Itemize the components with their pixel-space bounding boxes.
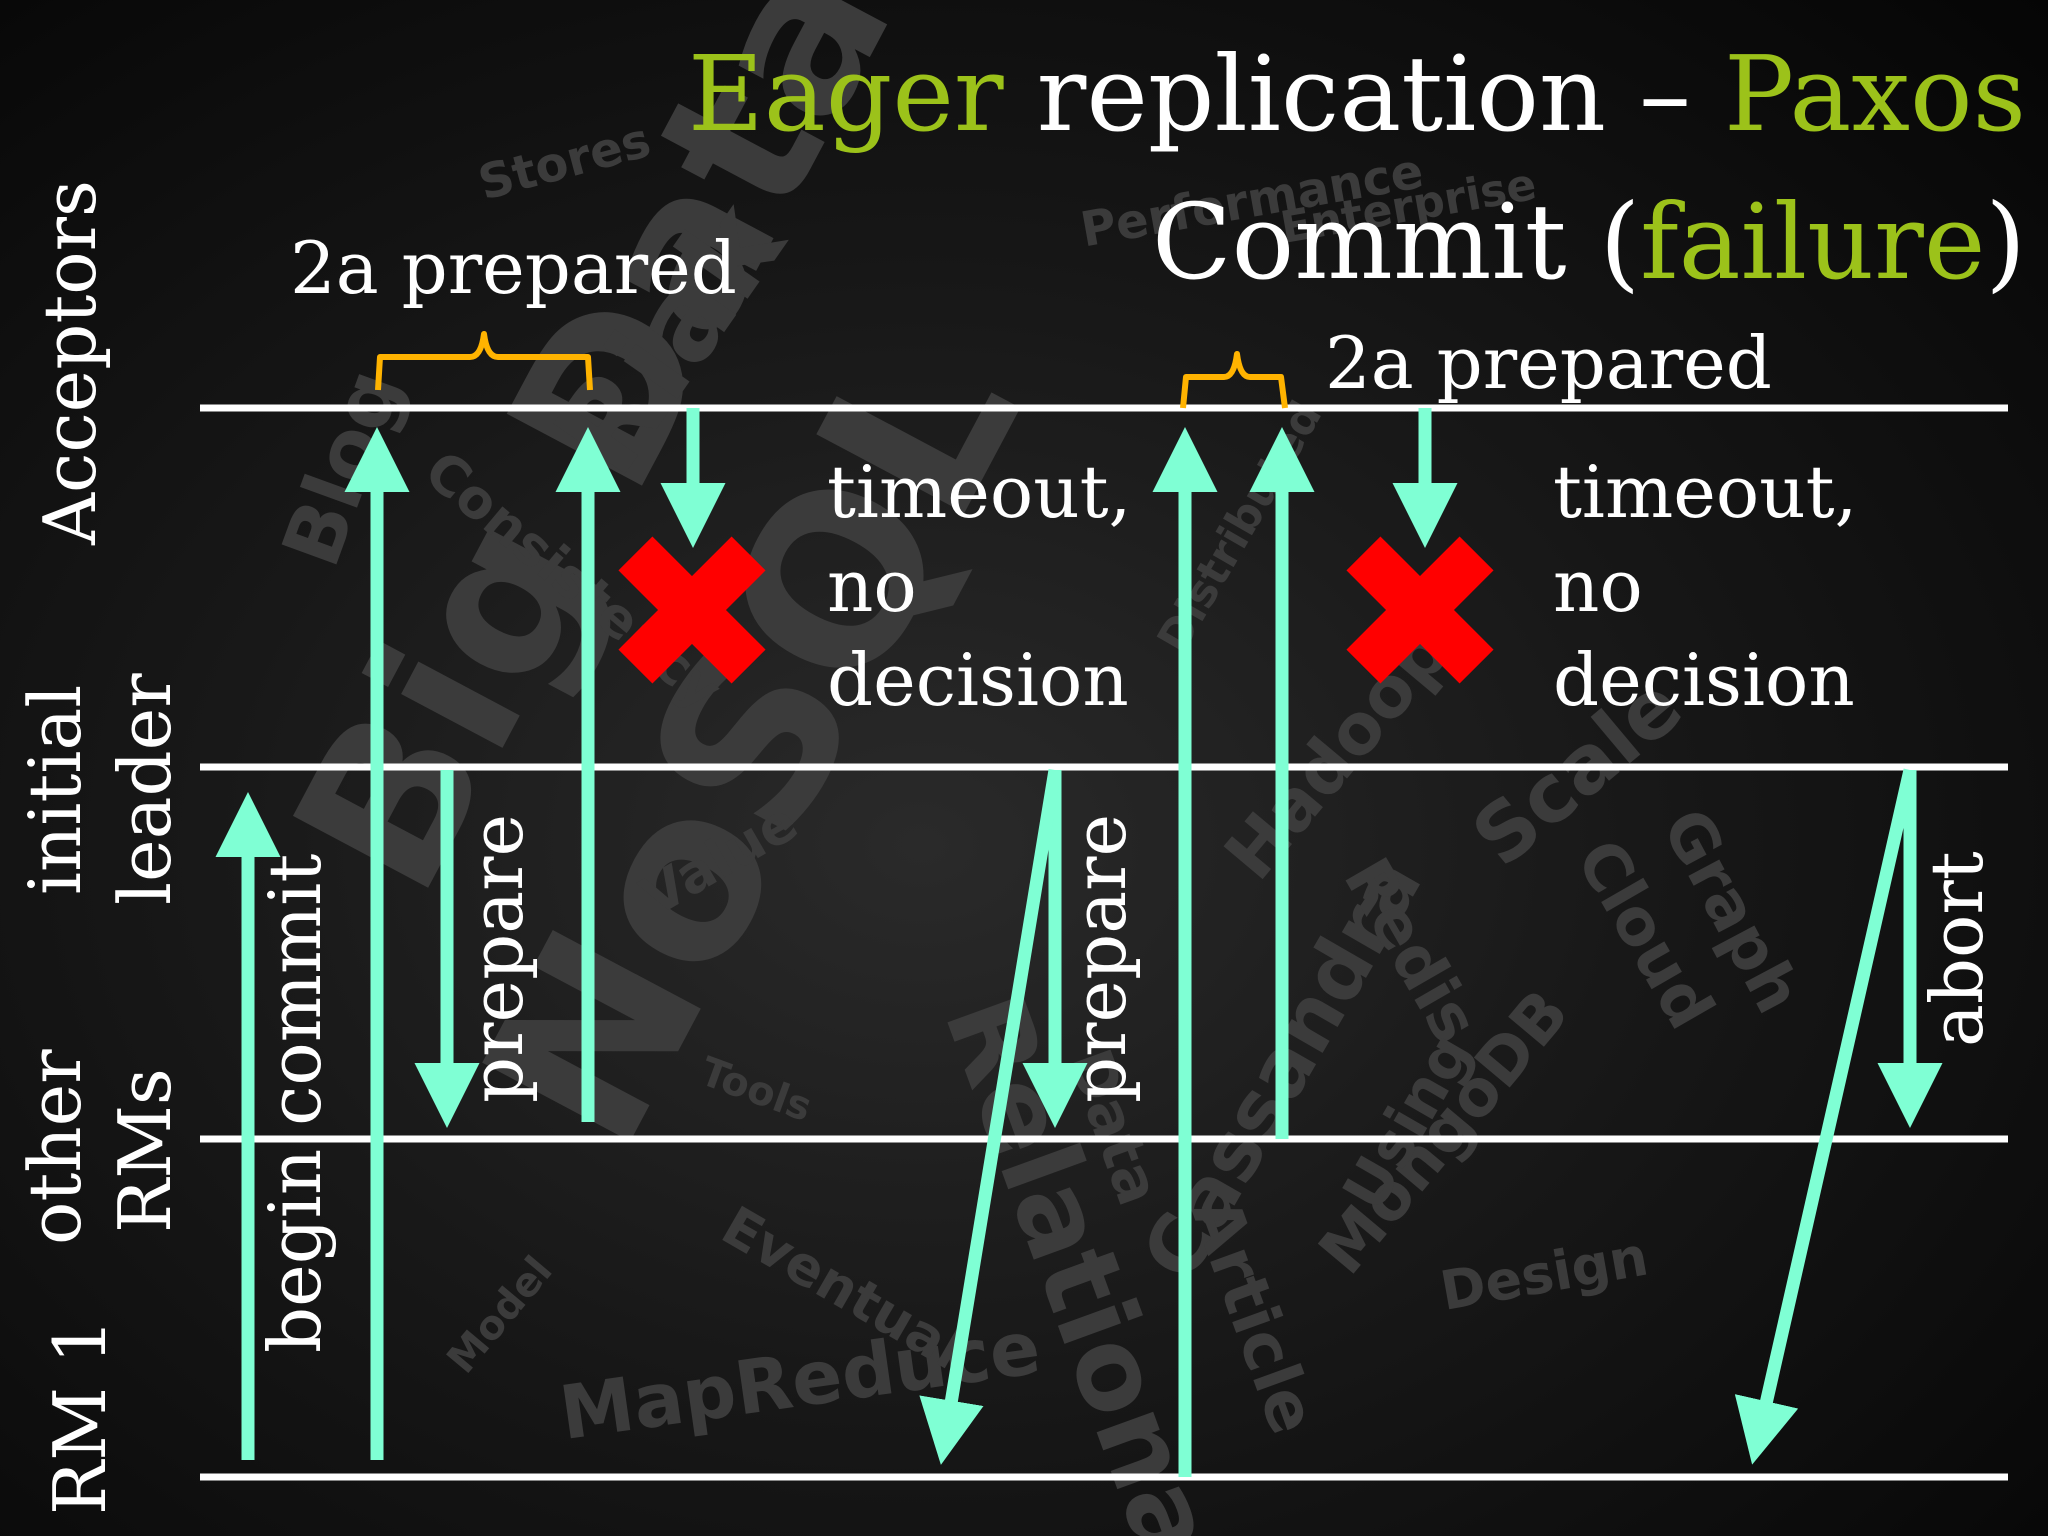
slide-title-line-1: Eager replication – Paxos (688, 42, 2026, 146)
label-prepare-1: prepare (455, 814, 539, 1103)
lane-label-rms: RMs (103, 1068, 187, 1233)
slide-title-line-2: Commit (failure) (1152, 190, 2026, 294)
label-prepare-2: prepare (1058, 814, 1142, 1103)
failure-cross-left-icon (618, 536, 766, 684)
label-timeout-right-1: timeout, (1553, 450, 1857, 534)
label-2a-prepared-left: 2a prepared (290, 226, 737, 310)
arrow-prepare-rm1 (919, 768, 1062, 1465)
title-eager: Eager (687, 33, 1004, 155)
title-failure: failure (1640, 181, 1986, 303)
title-paxos: Paxos (1724, 33, 2026, 155)
label-timeout-left-3: decision (827, 638, 1129, 722)
failure-cross-right-icon (1346, 536, 1494, 684)
message-arrows (215, 408, 1943, 1477)
title-replication: replication – (1003, 33, 1725, 155)
lane-label-rm1: RM 1 (38, 1318, 122, 1515)
label-timeout-left-2: no (827, 544, 917, 628)
arrow-abort-rm1 (1734, 768, 1917, 1465)
lane-label-other: other (13, 1049, 97, 1245)
label-begin-commit: begin commit (253, 854, 337, 1353)
label-timeout-right-3: decision (1553, 638, 1855, 722)
label-timeout-right-2: no (1553, 544, 1643, 628)
label-2a-prepared-right: 2a prepared (1325, 321, 1772, 405)
title-close-paren: ) (1985, 181, 2026, 303)
lane-label-acceptors: Acceptors (28, 180, 112, 546)
label-timeout-left-1: timeout, (827, 450, 1131, 534)
lane-label-initial: initial (13, 685, 97, 895)
brace-left (375, 331, 593, 391)
brace-right (1180, 351, 1288, 409)
title-commit: Commit ( (1152, 181, 1641, 303)
label-abort: abort (1915, 851, 1999, 1047)
lane-label-leader: leader (103, 673, 187, 905)
